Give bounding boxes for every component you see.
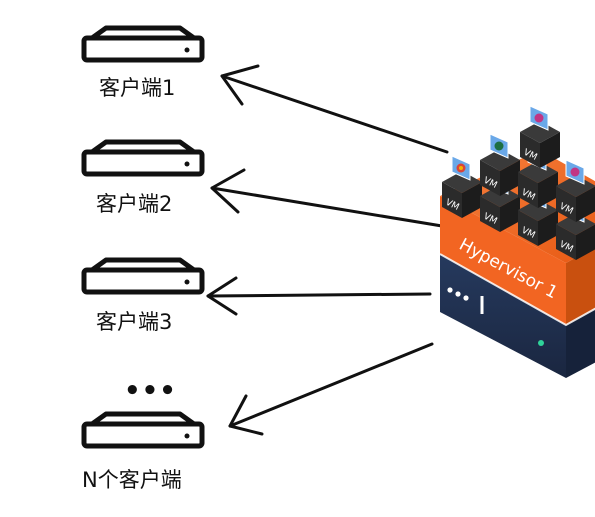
server-status-lights-icon	[447, 287, 544, 346]
client-label-3: 客户端3	[96, 310, 173, 334]
arrow-to-client-2	[210, 168, 444, 228]
chrome-icon	[451, 155, 471, 181]
client-device-2-icon	[81, 139, 205, 177]
instagram-icon	[529, 105, 549, 131]
client-device-1-icon	[81, 25, 205, 63]
vm-cube: VM	[556, 159, 595, 222]
client-label-n: N个客户端	[82, 468, 182, 492]
arrow-to-client-n	[228, 342, 434, 436]
client-device-n-icon	[81, 411, 205, 449]
ellipsis-more-clients: •••	[124, 376, 177, 406]
vm-cube: VM	[442, 155, 482, 218]
instagram-icon	[565, 159, 585, 185]
client-label-1: 客户端1	[99, 76, 176, 100]
excel-icon	[489, 133, 509, 159]
client-label-2: 客户端2	[96, 192, 173, 216]
vm-cube: VM	[520, 105, 560, 168]
arrow-to-client-3	[206, 276, 432, 316]
arrow-to-client-1	[220, 64, 449, 154]
client-device-3-icon	[81, 257, 205, 295]
vm-cube: VM	[480, 133, 520, 196]
